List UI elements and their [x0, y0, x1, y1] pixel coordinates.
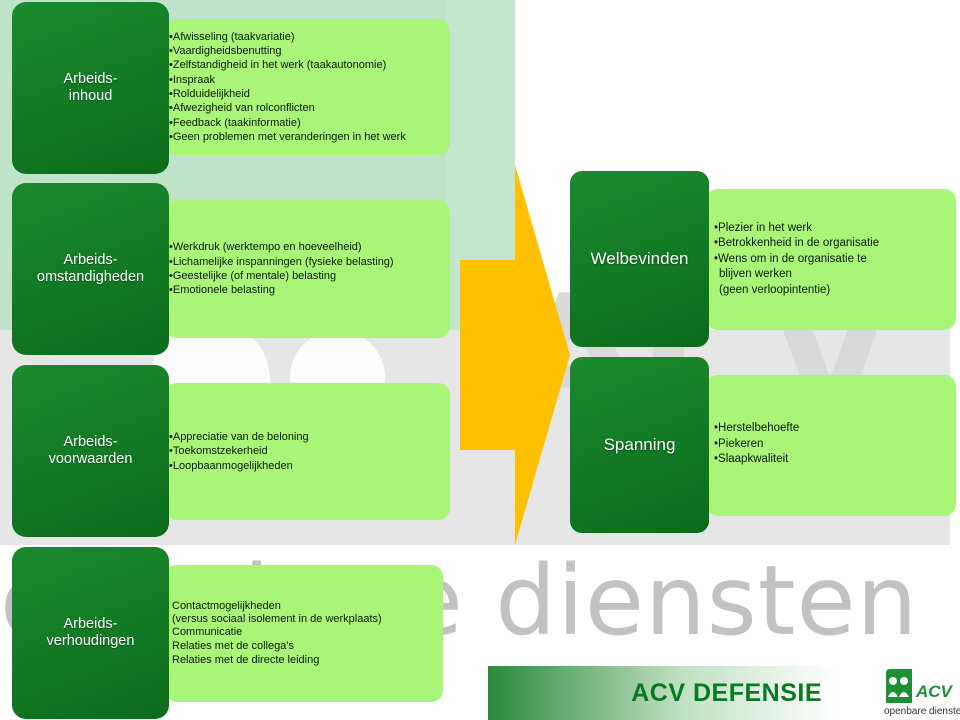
logo-icon: ACV	[886, 669, 954, 703]
factor-label-arbeidsomstandigheden: Arbeids- omstandigheden	[12, 183, 169, 355]
factor-label-line: omstandigheden	[36, 269, 145, 285]
list-item: (geen verloopintentie)	[719, 283, 831, 296]
list-item: •Feedback (taakinformatie)	[169, 116, 301, 129]
list-item: •Geen problemen met veranderingen in het…	[169, 130, 406, 143]
outcome-list-spanning: •Herstelbehoefte •Piekeren •Slaapkwalite…	[706, 375, 956, 516]
list-item: blijven werken	[719, 268, 792, 281]
list-item: Contactmogelijkheden	[172, 600, 281, 613]
logo-text: ACV	[915, 682, 954, 701]
outcome-label-text: Spanning	[603, 435, 676, 454]
list-item: •Afwezigheid van rolconflicten	[169, 102, 315, 115]
factor-label-arbeidsverhoudingen: Arbeids- verhoudingen	[12, 547, 169, 719]
factor-label-arbeidsinhoud: Arbeids- inhoud	[12, 2, 169, 174]
factor-label-line: Arbeids-	[63, 252, 118, 268]
factor-list-arbeidsvoorwaarden: •Appreciatie van de beloning •Toekomstze…	[165, 383, 450, 520]
list-item: •Geestelijke (of mentale) belasting	[169, 270, 337, 282]
factor-label-line: Arbeids-	[63, 616, 118, 632]
list-item: •Loopbaanmogelijkheden	[169, 459, 293, 472]
outcome-list-welbevinden: •Plezier in het werk •Betrokkenheid in d…	[706, 189, 956, 330]
list-item: Relaties met de collega's	[172, 640, 294, 652]
outcome-label-text: Welbevinden	[590, 249, 689, 268]
factor-label-line: inhoud	[68, 88, 113, 104]
list-item: •Lichamelijke inspanningen (fysieke bela…	[169, 255, 394, 268]
flow-arrow	[460, 165, 570, 545]
list-item: Relaties met de directe leiding	[172, 654, 320, 667]
outcome-label-spanning: Spanning	[570, 357, 709, 533]
list-item: •Plezier in het werk	[714, 221, 812, 234]
list-item: •Inspraak	[169, 73, 216, 86]
list-item: •Werkdruk (werktempo en hoeveelheid)	[169, 241, 362, 254]
list-item: •Afwisseling (taakvariatie)	[169, 30, 295, 43]
logo-subtitle: openbare diensten	[884, 706, 960, 717]
factor-list-arbeidsomstandigheden: •Werkdruk (werktempo en hoeveelheid) •Li…	[165, 200, 450, 338]
list-item: •Zelfstandigheid in het werk (taakautono…	[169, 59, 387, 72]
list-item: •Betrokkenheid in de organisatie	[714, 237, 880, 250]
list-item: •Toekomstzekerheid	[169, 445, 268, 458]
list-item: (versus sociaal isolement in de werkplaa…	[172, 612, 382, 625]
list-item: •Piekeren	[714, 437, 764, 450]
banner-title: ACV DEFENSIE	[631, 678, 822, 707]
outcome-label-welbevinden: Welbevinden	[570, 171, 709, 347]
list-item: •Emotionele belasting	[169, 284, 275, 297]
list-item: •Herstelbehoefte	[714, 422, 800, 434]
factor-list-arbeidsinhoud: •Afwisseling (taakvariatie) •Vaardigheid…	[165, 19, 450, 155]
list-item: •Vaardigheidsbenutting	[169, 45, 282, 58]
factor-list-arbeidsverhoudingen: Contactmogelijkheden (versus sociaal iso…	[165, 565, 443, 702]
factor-label-line: Arbeids-	[63, 71, 118, 87]
list-item: •Appreciatie van de beloning	[169, 431, 309, 444]
factor-label-line: Arbeids-	[63, 434, 118, 450]
factor-label-line: verhoudingen	[46, 633, 135, 649]
list-item: •Rolduidelijkheid	[169, 88, 250, 100]
factor-label-line: voorwaarden	[48, 451, 133, 467]
list-item: Communicatie	[172, 625, 243, 638]
factor-label-arbeidsvoorwaarden: Arbeids- voorwaarden	[12, 365, 169, 537]
acv-logo: ACV openbare diensten	[884, 667, 960, 720]
footer-banner: ACV DEFENSIE	[488, 666, 838, 720]
list-item: •Slaapkwaliteit	[714, 453, 789, 465]
arrow-shape	[460, 165, 570, 545]
list-item: •Wens om in de organisatie te	[714, 252, 867, 265]
